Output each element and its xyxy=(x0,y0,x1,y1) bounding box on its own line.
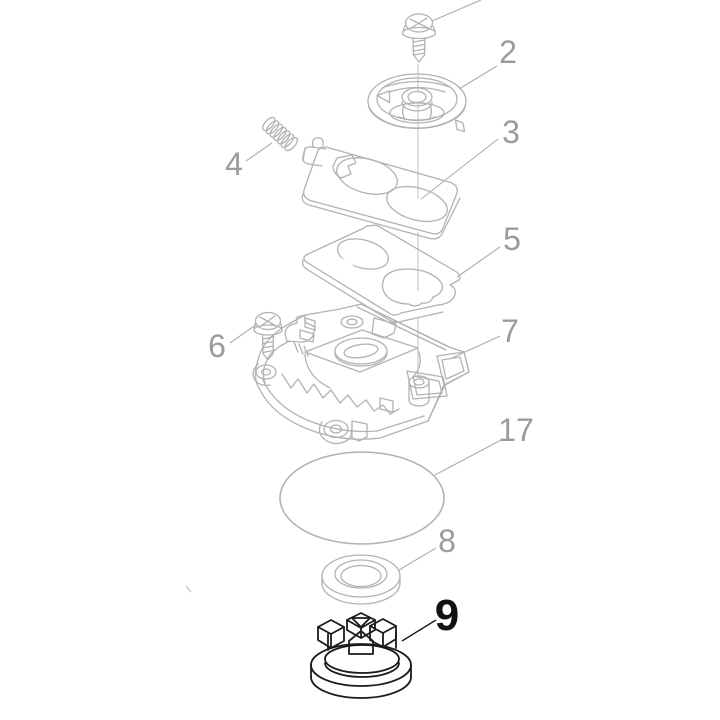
leader-line-4 xyxy=(245,142,273,162)
part-labels: 2 3 4 5 6 7 17 8 9 xyxy=(208,34,534,640)
part-2-cap-drawing xyxy=(367,73,467,133)
part-5-plate-drawing xyxy=(301,224,461,323)
part-4-spring-drawing xyxy=(262,116,298,152)
leader-line-17 xyxy=(434,439,502,476)
part-3-plate-drawing xyxy=(301,137,461,240)
part-label-8: 8 xyxy=(438,523,456,559)
stray-mark xyxy=(185,585,192,593)
part-6-screw-drawing xyxy=(253,311,283,361)
part-label-4: 4 xyxy=(225,146,243,182)
top-screw-drawing xyxy=(401,13,437,63)
leader-line-6 xyxy=(229,323,258,344)
part-17-oring-drawing xyxy=(279,451,445,545)
part-label-17: 17 xyxy=(498,412,534,448)
leader-lines xyxy=(229,0,502,571)
leader-line-7 xyxy=(451,335,501,359)
leader-line-3 xyxy=(420,138,499,200)
leader-line-8 xyxy=(398,547,437,571)
part-7-housing-drawing xyxy=(252,303,470,445)
part-label-2: 2 xyxy=(499,34,517,70)
leader-line-2 xyxy=(458,65,498,90)
part-label-7: 7 xyxy=(501,313,519,349)
part-8-bearing-drawing xyxy=(321,554,401,605)
part-label-9: 9 xyxy=(435,591,459,640)
leader-line-top-screw xyxy=(431,0,482,22)
part-9-hub-drawing xyxy=(310,612,437,699)
leader-line-5 xyxy=(456,246,501,278)
leader-line-9 xyxy=(401,619,437,642)
part-label-6: 6 xyxy=(208,328,226,364)
part-label-5: 5 xyxy=(503,221,521,257)
part-label-3: 3 xyxy=(502,114,520,150)
